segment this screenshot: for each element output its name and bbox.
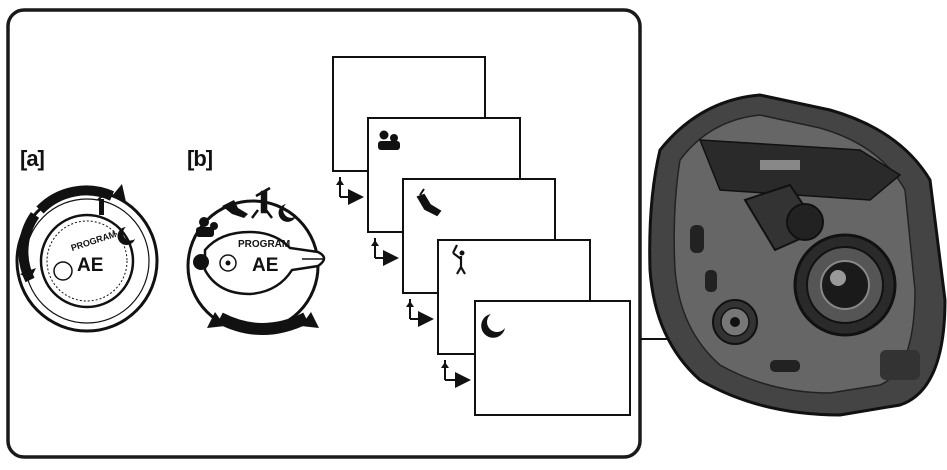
sports-icon: [222, 200, 248, 218]
screen-cascade: [332, 56, 631, 416]
moon-icon: [117, 227, 135, 245]
dial-b: [186, 186, 326, 335]
dial-a-ae-text: AE: [77, 255, 104, 276]
camcorder-illustration: [648, 93, 947, 417]
sports-icon: [416, 188, 442, 217]
record-dot-icon: [193, 254, 209, 270]
screen-4: [474, 300, 631, 416]
dial-b-label: [b]: [187, 146, 213, 171]
golf-swing-icon: [452, 244, 466, 275]
golf-swing-icon: [251, 186, 273, 219]
golf-swing-icon: [97, 191, 107, 215]
dial-a-pointer: [53, 261, 73, 281]
dial-b-ae-text: AE: [252, 255, 279, 276]
dial-a-label: [a]: [20, 146, 45, 171]
moon-icon: [278, 204, 296, 222]
portrait-icon: [199, 217, 209, 227]
dial-a: [15, 184, 159, 333]
dial-b-program-text: PROGRAM: [238, 239, 291, 250]
low-light-moon-icon: [481, 314, 505, 338]
portrait-icon: [378, 130, 400, 150]
